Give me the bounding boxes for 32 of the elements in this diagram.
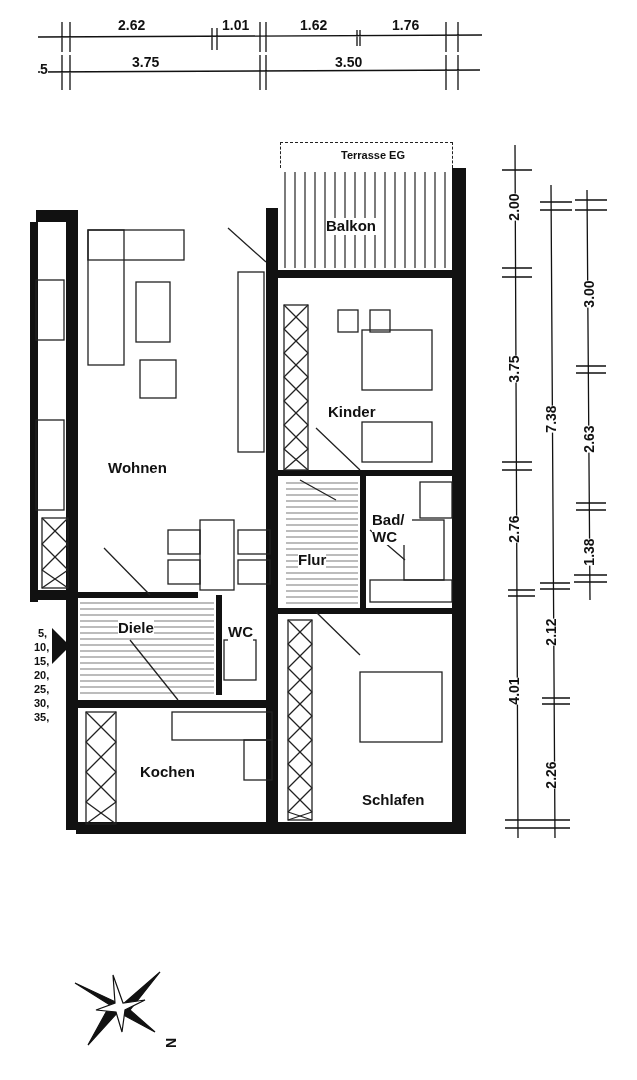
dimension-label: 5 xyxy=(40,62,48,76)
dimension-label: 3.50 xyxy=(335,55,363,69)
dimension-label: 2.26 xyxy=(543,761,558,789)
stair-step-number: 35, xyxy=(34,712,50,723)
dimension-label: 3.00 xyxy=(581,280,596,308)
terrace-outline xyxy=(280,142,453,168)
dimension-label: 2.62 xyxy=(118,18,146,32)
dimension-label: 7.38 xyxy=(543,405,558,433)
stair-step-number: 10, xyxy=(34,642,50,653)
stair-step-number: 15, xyxy=(34,656,50,667)
stair-step-number: 25, xyxy=(34,684,50,695)
dimension-label: 3.75 xyxy=(132,55,160,69)
north-label: N xyxy=(164,1037,179,1049)
room-label: Bad/ WC xyxy=(372,512,412,545)
dimension-label: 1.62 xyxy=(300,18,328,32)
dimension-label: 1.01 xyxy=(222,18,250,32)
dimension-label: 3.75 xyxy=(506,355,521,383)
stair-step-number: 20, xyxy=(34,670,50,681)
stair-step-number: 30, xyxy=(34,698,50,709)
dimension-label: 2.63 xyxy=(581,425,596,453)
room-label: Flur xyxy=(298,552,327,569)
room-label: Diele xyxy=(118,620,154,637)
room-label: WC xyxy=(228,624,253,641)
dimension-label: 2.76 xyxy=(506,515,521,543)
dimension-label: 2.00 xyxy=(506,193,521,221)
dimension-label: 2.12 xyxy=(543,618,558,646)
stair-step-number: 5, xyxy=(38,628,48,639)
dimension-label: 1.38 xyxy=(581,538,596,566)
dimension-label: 4.01 xyxy=(506,677,521,705)
room-label: Terrasse EG xyxy=(341,149,405,162)
room-label: Balkon xyxy=(326,218,376,235)
dimension-label: 1.76 xyxy=(392,18,420,32)
